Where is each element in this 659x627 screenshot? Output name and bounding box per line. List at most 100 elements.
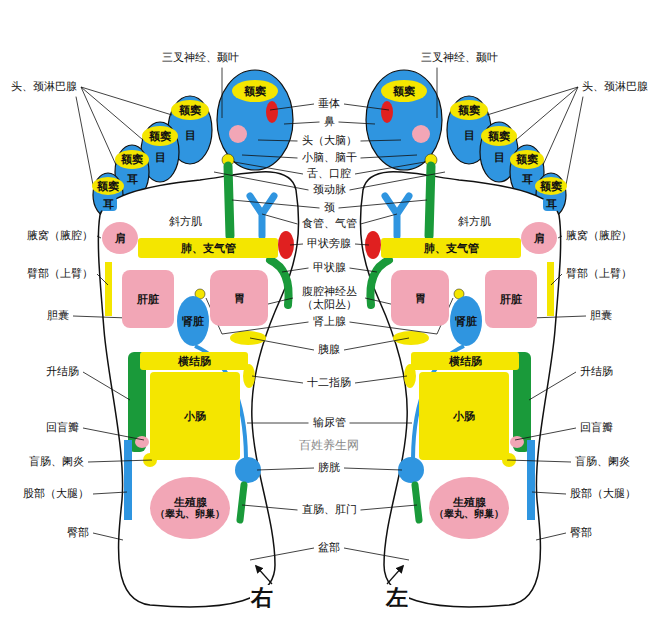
leader-line xyxy=(88,460,152,462)
foot-side-label: 右 xyxy=(250,585,274,611)
callout-label: 臂部（上臂） xyxy=(565,267,633,280)
callout-label: 臂部（上臂） xyxy=(26,267,94,280)
leader-line xyxy=(214,172,309,190)
zone-name: 额窦 xyxy=(244,85,266,97)
zone-name: 肩 xyxy=(115,232,126,244)
callout-label: 颈 xyxy=(323,201,336,214)
leader-line xyxy=(242,155,298,158)
leader-line xyxy=(83,428,144,440)
leader-line xyxy=(262,214,298,224)
callout-label: 垂体 xyxy=(317,97,341,110)
leader-line xyxy=(361,505,418,510)
callout-label: 腋窝（腋腔） xyxy=(565,229,633,242)
leader-line xyxy=(242,505,298,510)
leader-line xyxy=(258,140,298,141)
zone-name: 额窦 xyxy=(540,180,562,192)
reflex-zone: 额窦 xyxy=(450,100,488,120)
callout-label: 直肠、肛门 xyxy=(301,503,358,516)
leader-line xyxy=(531,316,586,318)
reflex-zone: 额窦 xyxy=(142,126,178,146)
leader-line xyxy=(361,155,418,158)
reflex-zone: 生殖腺（睾丸、卵巢） xyxy=(429,477,509,539)
leader-line xyxy=(350,423,413,424)
leader-line xyxy=(252,376,303,383)
leader-line xyxy=(543,87,578,165)
leader-line xyxy=(344,468,402,470)
leader-line xyxy=(93,492,127,494)
zone-name: 额窦 xyxy=(393,85,415,97)
reflex-zone: 横结肠 xyxy=(140,352,248,370)
callout-label: 升结肠 xyxy=(579,365,614,378)
leader-line xyxy=(355,162,425,174)
callout-label: 鼻 xyxy=(323,115,336,128)
callout-label: 头（大脑） xyxy=(301,134,358,147)
leader-line xyxy=(344,338,409,350)
callout-label: 膀胱 xyxy=(317,461,341,474)
callout-label: 臀部 xyxy=(569,526,593,539)
callout-label: 臀部 xyxy=(66,526,90,539)
leader-line xyxy=(81,87,172,115)
zone-name: 肺、支气管 xyxy=(181,242,236,254)
callout-label: 肾上腺 xyxy=(312,315,347,328)
callout-label: 回盲瓣 xyxy=(45,421,80,434)
leader-line xyxy=(282,268,309,272)
reflex-zone: 小肠 xyxy=(419,372,509,460)
leader-line xyxy=(565,97,583,190)
zone-name: 目 xyxy=(185,129,196,141)
zone-name: 肝脏 xyxy=(500,293,522,305)
zone-name: 额窦 xyxy=(488,130,510,142)
leader-line xyxy=(507,460,571,462)
leader-line xyxy=(97,236,101,238)
leader-line xyxy=(222,68,223,118)
callout-label: 三叉神经、颞叶 xyxy=(420,51,499,64)
zone-name: 耳 xyxy=(546,198,557,210)
reflex-zone: 耳 xyxy=(543,197,560,211)
callout-label: 舌、口腔 xyxy=(306,167,352,180)
callout-label: 食管、气管 xyxy=(301,217,358,230)
leader-line xyxy=(536,533,566,540)
callout-label: 股部（大腿） xyxy=(22,487,90,500)
zone-name: 肩 xyxy=(534,232,545,244)
reflex-zone: 横结肠 xyxy=(411,352,519,370)
zone-name: （睾丸、卵巢） xyxy=(155,508,225,520)
leader-line xyxy=(361,140,402,141)
leader-line xyxy=(290,244,303,245)
zone-name: 小肠 xyxy=(184,410,206,422)
leader-line xyxy=(355,244,369,245)
zone-name: 目 xyxy=(155,151,166,163)
leader-line xyxy=(558,236,562,238)
reflex-zone: 肝脏 xyxy=(485,270,537,328)
zone-name: 生殖腺 xyxy=(453,496,486,508)
callout-label: 盲肠、阑炎 xyxy=(574,455,631,468)
reflex-zone: 额窦 xyxy=(232,80,278,102)
callout-label: 头、颈淋巴腺 xyxy=(581,80,649,93)
zone-name: 横结肠 xyxy=(178,355,211,367)
zone-name: 额窦 xyxy=(97,180,119,192)
reflex-zone: 肩 xyxy=(102,222,138,254)
zone-name: 胃 xyxy=(234,292,245,304)
leader-line xyxy=(532,492,566,494)
zone-name: 肾脏 xyxy=(455,315,477,327)
leader-line xyxy=(361,214,398,224)
callout-label: 盲肠、阑炎 xyxy=(28,455,85,468)
callout-label: 十二指肠 xyxy=(306,376,352,389)
reflex-zone: 肾脏 xyxy=(450,296,482,346)
reflex-zone: 耳 xyxy=(100,197,117,211)
zone-name: 目 xyxy=(464,129,475,141)
right-foot xyxy=(93,70,299,607)
callout-label: 颈动脉 xyxy=(312,183,347,196)
zone-name: 额窦 xyxy=(516,153,538,165)
callout-label: 甲状腺 xyxy=(312,261,347,274)
leader-line xyxy=(93,533,123,540)
leader-line xyxy=(264,298,293,305)
reflex-zone: 额窦 xyxy=(535,177,567,195)
leader-line xyxy=(355,376,407,383)
callout-label: 回盲瓣 xyxy=(579,421,614,434)
leader-line xyxy=(250,548,314,560)
callout-label: 升结肠 xyxy=(45,365,80,378)
callout-label: 胰腺 xyxy=(317,343,341,356)
zone-name: 额窦 xyxy=(121,153,143,165)
reflex-zone: 目 xyxy=(490,149,508,165)
